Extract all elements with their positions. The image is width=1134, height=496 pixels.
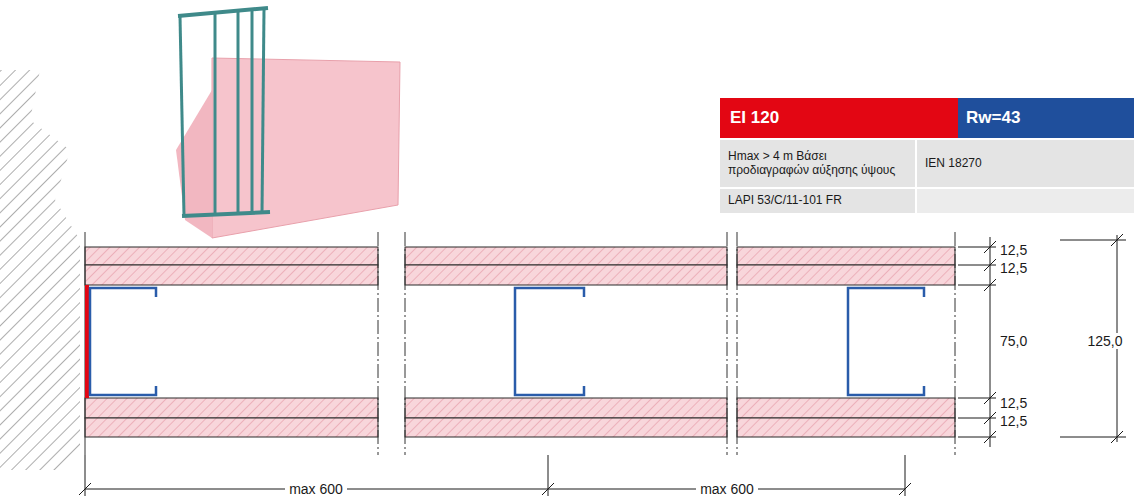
board-layer [85, 247, 378, 265]
table-cell-text: IEN 18270 [925, 157, 1125, 171]
dimension-lines [79, 234, 1126, 496]
seal-strip [85, 285, 89, 398]
dimension-label: 12,5 [1000, 260, 1027, 276]
dimension-label: 75,0 [1000, 333, 1027, 349]
table-cell [917, 189, 1134, 213]
wall-hatch [0, 70, 80, 470]
table-cell-text: Hmax > 4 m Βάσει προδιαγραφών αύξησης ύψ… [728, 150, 910, 178]
dimension-label: 125,0 [1084, 333, 1125, 349]
dimension-line [79, 483, 91, 495]
table-header-blue [958, 98, 1134, 138]
dimension-label: max 600 [696, 481, 758, 496]
board-layer [405, 418, 727, 437]
board-layer [405, 247, 727, 265]
table-cell [720, 189, 915, 213]
boards [85, 232, 955, 455]
board-layer [85, 398, 378, 418]
dimension-label: 12,5 [1000, 413, 1027, 429]
board-layer [85, 265, 378, 285]
c-stud-profile [515, 288, 584, 395]
dimension-line [1111, 431, 1123, 443]
board-layer [737, 398, 955, 418]
dimension-label: max 600 [285, 481, 347, 496]
dimension-line [542, 483, 554, 495]
board-layer [737, 265, 955, 285]
c-stud-profile [848, 288, 924, 395]
board-layer [737, 247, 955, 265]
table-cell-text: LAPI 53/C/11-101 FR [728, 194, 910, 208]
board-layer [737, 418, 955, 437]
break-line [405, 232, 406, 455]
c-stud-profile [90, 288, 156, 395]
break-line [727, 232, 728, 455]
studs [85, 285, 924, 398]
break-line [378, 232, 379, 455]
table-cell-text: EI 120 [730, 108, 950, 128]
break-line [737, 232, 738, 455]
dimension-line [1111, 234, 1123, 246]
board-layer [85, 418, 378, 437]
stud-frame-illustration [176, 8, 400, 238]
dimension-line [990, 237, 991, 447]
dimension-line [899, 483, 911, 495]
table-header-red [720, 98, 958, 138]
break-line [955, 232, 956, 455]
table-cell-text: Rw=43 [966, 108, 1134, 128]
board-layer [405, 265, 727, 285]
table-cell [917, 140, 1134, 187]
dimension-label: 12,5 [1000, 395, 1027, 411]
table-cell [720, 140, 915, 187]
board-layer [405, 398, 727, 418]
dimension-line [85, 489, 905, 490]
dimension-label: 12,5 [1000, 242, 1027, 258]
